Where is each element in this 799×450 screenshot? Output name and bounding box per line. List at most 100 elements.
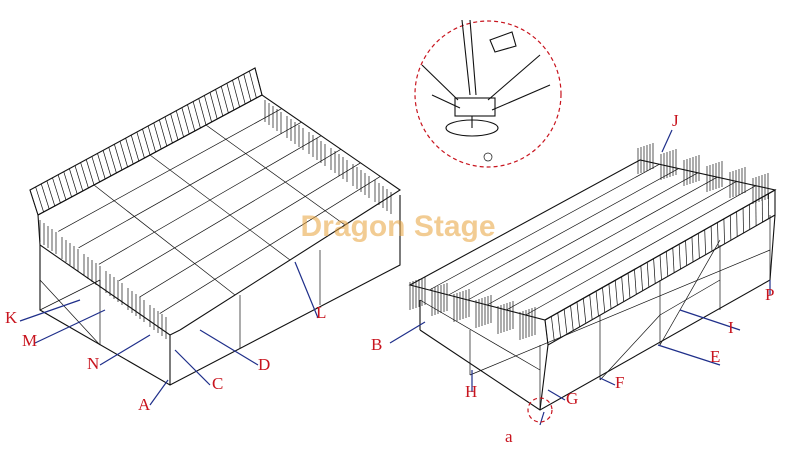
rail-baluster xyxy=(249,70,257,99)
seat-tier-line xyxy=(506,181,737,311)
rail-baluster xyxy=(602,287,606,313)
seat-tier-line xyxy=(448,168,679,296)
rail-baluster xyxy=(142,128,151,156)
rail-baluster xyxy=(170,113,179,141)
rail-baluster xyxy=(557,312,561,338)
rail-baluster xyxy=(563,309,568,335)
seat-tier-line xyxy=(429,163,660,291)
seat-joint-line xyxy=(205,124,346,226)
label-H: H xyxy=(465,382,477,401)
label-N: N xyxy=(87,354,99,373)
rail-baluster xyxy=(175,110,184,138)
rail-baluster xyxy=(52,177,61,204)
rail-baluster xyxy=(153,122,162,150)
rail-baluster xyxy=(589,294,593,320)
cross-brace xyxy=(39,279,101,311)
rail-baluster xyxy=(634,269,637,295)
rail-baluster xyxy=(91,156,100,183)
rail-baluster xyxy=(621,276,625,302)
rail-baluster xyxy=(114,144,123,171)
rail-baluster xyxy=(97,153,106,180)
rail-baluster xyxy=(659,254,662,281)
rail-baluster xyxy=(570,305,574,331)
rail-baluster xyxy=(237,77,246,105)
label-A: A xyxy=(138,395,151,414)
rail-baluster xyxy=(666,251,669,277)
label-L: L xyxy=(316,303,326,322)
rail-baluster xyxy=(80,162,89,189)
label-E: E xyxy=(710,347,720,366)
rail-baluster xyxy=(685,240,688,266)
frame-beam xyxy=(469,249,771,376)
rail-baluster xyxy=(551,316,555,342)
rail-baluster xyxy=(582,298,587,324)
rail-baluster xyxy=(736,211,738,237)
rail-baluster xyxy=(108,147,117,174)
rail-baluster xyxy=(209,92,218,120)
seat-joint-line xyxy=(149,154,291,261)
rail-baluster xyxy=(119,141,128,168)
rail-baluster xyxy=(40,183,50,210)
rail-baluster xyxy=(243,74,252,102)
rail-baluster xyxy=(653,258,656,284)
rail-baluster xyxy=(181,107,190,135)
rail-baluster xyxy=(710,226,713,252)
detail-callout xyxy=(414,19,562,168)
rail-baluster xyxy=(136,131,145,159)
rail-baluster xyxy=(204,95,212,123)
rail-baluster xyxy=(215,89,224,117)
rail-baluster xyxy=(130,135,140,162)
label-M: M xyxy=(22,331,37,350)
rail-baluster xyxy=(57,174,67,201)
rail-baluster xyxy=(192,101,201,129)
label-J: J xyxy=(672,111,679,130)
right-bleacher xyxy=(408,143,777,411)
rail-baluster xyxy=(125,138,134,165)
seat-tier-line xyxy=(486,176,718,306)
label-I: I xyxy=(728,318,734,337)
rail-baluster xyxy=(672,247,675,273)
label-G: G xyxy=(566,389,578,408)
rail-baluster xyxy=(697,233,700,259)
rail-baluster xyxy=(646,262,650,288)
rail-baluster xyxy=(614,280,618,306)
rail-baluster xyxy=(595,291,599,317)
rail-baluster xyxy=(85,159,95,186)
rail-baluster xyxy=(69,168,78,195)
label-B: B xyxy=(371,335,382,354)
rail-baluster xyxy=(198,98,207,126)
frame-beam xyxy=(419,299,541,371)
rail-baluster xyxy=(102,150,112,177)
label-P: P xyxy=(765,285,774,304)
rail-baluster xyxy=(159,119,168,147)
rail-baluster xyxy=(576,301,580,327)
rail-baluster xyxy=(691,236,694,262)
cross-brace xyxy=(39,279,101,346)
rail-baluster xyxy=(187,104,196,132)
rail-baluster xyxy=(544,319,549,346)
seat-joint-line xyxy=(93,184,236,296)
label-a: a xyxy=(505,427,513,446)
rail-baluster xyxy=(35,186,44,213)
rail-baluster xyxy=(147,125,156,153)
rail-baluster xyxy=(232,80,240,108)
rail-baluster xyxy=(164,116,173,144)
rail-baluster xyxy=(254,67,263,96)
rail-baluster xyxy=(723,218,725,244)
label-D: D xyxy=(258,355,270,374)
rail-baluster xyxy=(46,180,56,207)
rail-baluster xyxy=(226,83,235,111)
seat-tier-line xyxy=(467,172,699,301)
rail-baluster xyxy=(608,283,612,309)
label-C: C xyxy=(212,374,223,393)
rail-baluster xyxy=(220,86,229,114)
label-K: K xyxy=(5,308,18,327)
label-F: F xyxy=(615,373,624,392)
watermark-text: Dragon Stage xyxy=(300,210,495,243)
rail-baluster xyxy=(63,171,72,198)
callout-labels: K M N A C D L B H G F E I P J a xyxy=(5,111,774,446)
rail-baluster xyxy=(29,189,39,216)
rail-baluster xyxy=(729,215,732,241)
seat-tier-line xyxy=(525,185,756,316)
